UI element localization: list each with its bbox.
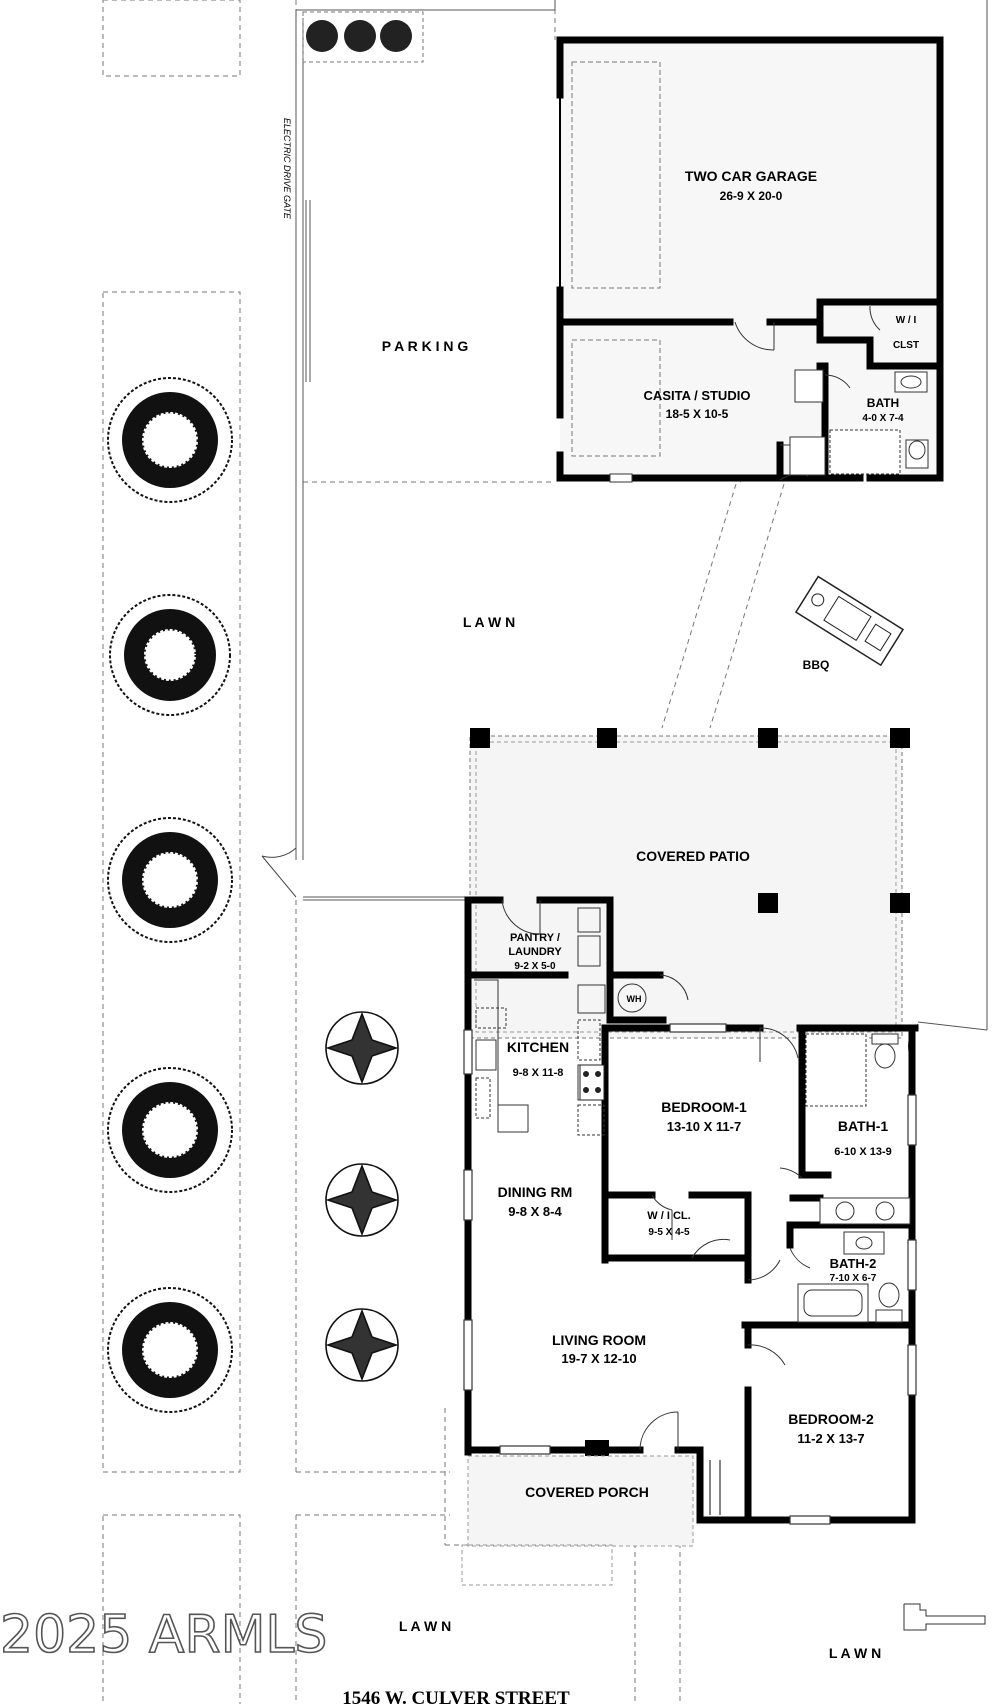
tree-2	[109, 594, 231, 716]
bedroom1-dims: 13-10 X 11-7	[667, 1119, 741, 1134]
gate-label: ELECTRIC DRIVE GATE	[282, 118, 292, 220]
dining-dims: 9-8 X 8-4	[508, 1204, 562, 1219]
bbq-label: BBQ	[803, 658, 830, 672]
pantry-dims: 9-2 X 5-0	[514, 961, 556, 972]
garage-label: TWO CAR GARAGE	[685, 168, 817, 184]
shrub-3	[325, 1308, 399, 1382]
bedroom2-label: BEDROOM-2	[788, 1411, 874, 1427]
wicl-top-sub: CLST	[893, 340, 919, 351]
lawn-label-bottom-left: L A W N	[399, 1618, 451, 1634]
shrub-1	[325, 1011, 399, 1085]
watermark: 2025 ARMLS	[0, 1605, 327, 1665]
tree-5	[107, 1287, 233, 1413]
wicl-dims: 9-5 X 4-5	[648, 1227, 690, 1238]
wicl-label: W / I CL.	[647, 1210, 690, 1222]
lawn-label-bottom-right: L A W N	[829, 1645, 881, 1661]
tree-3	[107, 817, 233, 943]
bath1-dims: 6-10 X 13-9	[834, 1146, 891, 1158]
site-labels: P A R K I N G L A W N L A W N L A W N BB…	[282, 118, 881, 1661]
property-line	[295, 0, 988, 1031]
wh-label: WH	[627, 994, 642, 1004]
garage-dims: 26-9 X 20-0	[720, 189, 783, 203]
porch-label: COVERED PORCH	[525, 1484, 649, 1500]
kitchen-dims: 9-8 X 11-8	[513, 1067, 564, 1079]
bath2-label: BATH-2	[830, 1256, 877, 1271]
bath-label: BATH	[867, 396, 899, 410]
tree-1	[107, 377, 233, 503]
wicl-top-label: W / I	[896, 315, 917, 326]
pantry-label-2: LAUNDRY	[508, 946, 562, 958]
bedroom2-dims: 11-2 X 13-7	[797, 1431, 864, 1446]
pantry-label-1: PANTRY /	[510, 932, 560, 944]
bedroom1-label: BEDROOM-1	[661, 1099, 747, 1115]
planter	[302, 11, 424, 63]
patio-label: COVERED PATIO	[636, 848, 750, 864]
room-labels: TWO CAR GARAGE 26-9 X 20-0 W / I CLST CA…	[498, 168, 919, 1500]
casita-label: CASITA / STUDIO	[644, 388, 751, 403]
tree-row	[107, 377, 233, 1413]
stove	[579, 1064, 605, 1101]
street-address: 1546 W. CULVER STREET	[342, 1688, 570, 1704]
casita-dims: 18-5 X 10-5	[666, 407, 729, 421]
main-house	[461, 896, 919, 1586]
covered-patio	[469, 728, 910, 1039]
living-dims: 19-7 X 12-10	[561, 1351, 636, 1366]
bbq-island	[794, 575, 905, 667]
living-label: LIVING ROOM	[552, 1332, 646, 1348]
tree-4	[107, 1067, 233, 1193]
shrub-row	[325, 1011, 399, 1382]
lawn-label-mid: L A W N	[463, 614, 515, 630]
bath1-label: BATH-1	[838, 1118, 889, 1134]
north-arrow-icon	[903, 1603, 986, 1631]
dining-label: DINING RM	[498, 1184, 573, 1200]
shrub-2	[325, 1163, 399, 1237]
bath2-dims: 7-10 X 6-7	[830, 1273, 877, 1284]
garage-casita-building	[556, 36, 944, 483]
kitchen-label: KITCHEN	[507, 1039, 569, 1055]
parking-label: P A R K I N G	[382, 338, 469, 354]
bath-dims: 4-0 X 7-4	[862, 413, 904, 424]
